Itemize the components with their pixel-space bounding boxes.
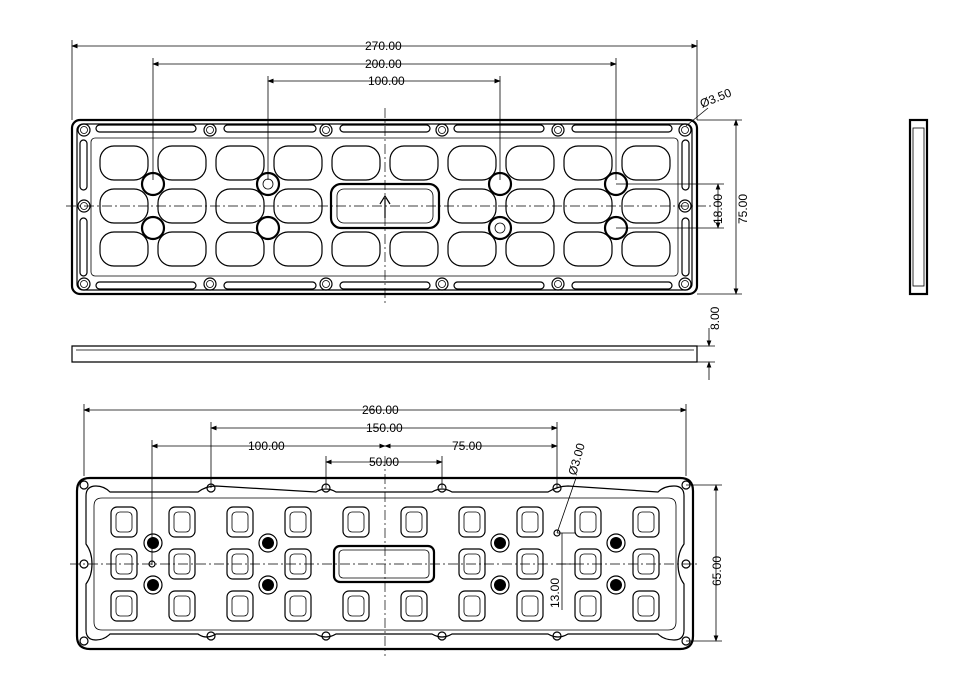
- lens-cell: [574, 506, 602, 538]
- lens-pocket: [157, 231, 207, 267]
- lens-cell: [168, 590, 196, 622]
- lens-pocket: [273, 231, 323, 267]
- lens-cell: [574, 590, 602, 622]
- lens-pocket: [389, 145, 439, 181]
- lens-cell: [284, 506, 312, 538]
- lens-cell-inner: [115, 511, 133, 533]
- lens-cell-inner: [637, 595, 655, 617]
- lens-pocket: [99, 231, 149, 267]
- lens-pocket: [157, 145, 207, 181]
- lens-cell: [400, 590, 428, 622]
- lens-cell-inner: [115, 595, 133, 617]
- lens-cell: [632, 590, 660, 622]
- dim-left-offset: 100.00: [248, 439, 285, 453]
- dim-bottom-overall-width: 260.00: [362, 403, 399, 417]
- lens-cell: [168, 506, 196, 538]
- lens-cell-inner: [521, 511, 539, 533]
- lens-cell: [110, 506, 138, 538]
- lens-pocket: [215, 145, 265, 181]
- lens-cell-inner: [289, 511, 307, 533]
- lens-cell: [632, 506, 660, 538]
- lens-cell: [110, 590, 138, 622]
- bottom-view: 260.00 150.00 100.00 75.00 50.00 Ø3.00: [70, 403, 724, 656]
- lens-pocket: [563, 231, 613, 267]
- lens-cell-inner: [579, 511, 597, 533]
- dim-thickness: 8.00: [708, 306, 722, 330]
- lens-cell: [342, 506, 370, 538]
- lens-cell-inner: [231, 511, 249, 533]
- lens-cell-inner: [173, 595, 191, 617]
- dim-row-pitch: 18.00: [711, 194, 725, 224]
- lens-cell-inner: [521, 595, 539, 617]
- lens-cell-inner: [405, 595, 423, 617]
- lens-pocket: [389, 231, 439, 267]
- lens-cell: [516, 590, 544, 622]
- top-screw-holes: [77, 123, 692, 291]
- lens-cell-inner: [405, 511, 423, 533]
- dim-mid-width: 200.00: [365, 57, 402, 71]
- lens-cell: [400, 506, 428, 538]
- lens-pocket: [621, 145, 671, 181]
- dim-inner-width: 100.00: [368, 74, 405, 88]
- lens-cell-inner: [463, 511, 481, 533]
- dim-bottom-row-pitch: 13.00: [548, 578, 562, 608]
- lens-cell: [284, 590, 312, 622]
- dim-bottom-inner-width: 50.00: [369, 455, 399, 469]
- side-view: 8.00: [71, 306, 722, 380]
- lens-cell: [458, 506, 486, 538]
- top-plate-outline: [70, 118, 699, 296]
- side-profile-outline: [71, 345, 698, 363]
- lens-pocket: [621, 231, 671, 267]
- lens-cell-inner: [637, 511, 655, 533]
- dim-bottom-overall-height: 65.00: [710, 556, 724, 586]
- lens-pocket: [505, 145, 555, 181]
- lens-pocket: [447, 231, 497, 267]
- lens-pocket: [331, 231, 381, 267]
- lens-pocket: [563, 145, 613, 181]
- right-profile-view: [908, 118, 929, 296]
- dim-overall-height: 75.00: [736, 194, 750, 224]
- bottom-mounting-bosses: [143, 529, 626, 595]
- dim-overall-width: 270.00: [365, 39, 402, 53]
- top-view: 270.00 200.00 100.00 Ø3.50: [66, 39, 750, 304]
- lens-cell: [516, 506, 544, 538]
- lens-cell-inner: [579, 595, 597, 617]
- lens-cell-inner: [347, 511, 365, 533]
- bottom-plate-outline: [75, 476, 695, 651]
- lens-cell-inner: [289, 595, 307, 617]
- lens-cell: [226, 590, 254, 622]
- lens-cell-inner: [173, 511, 191, 533]
- lens-pocket: [99, 145, 149, 181]
- lens-cell: [226, 506, 254, 538]
- lens-pocket: [273, 145, 323, 181]
- lens-cell-inner: [347, 595, 365, 617]
- lens-cell-inner: [231, 595, 249, 617]
- lens-pocket: [331, 145, 381, 181]
- dim-bottom-mid-width: 150.00: [366, 421, 403, 435]
- dim-right-offset: 75.00: [452, 439, 482, 453]
- lens-pocket: [505, 231, 555, 267]
- lens-cell-inner: [463, 595, 481, 617]
- lens-cell: [458, 590, 486, 622]
- dim-hole-dia: Ø3.50: [698, 85, 734, 110]
- dim-bottom-hole-dia: Ø3.00: [565, 441, 588, 477]
- lens-cell: [342, 590, 370, 622]
- lens-pocket: [215, 231, 265, 267]
- lens-pocket: [447, 145, 497, 181]
